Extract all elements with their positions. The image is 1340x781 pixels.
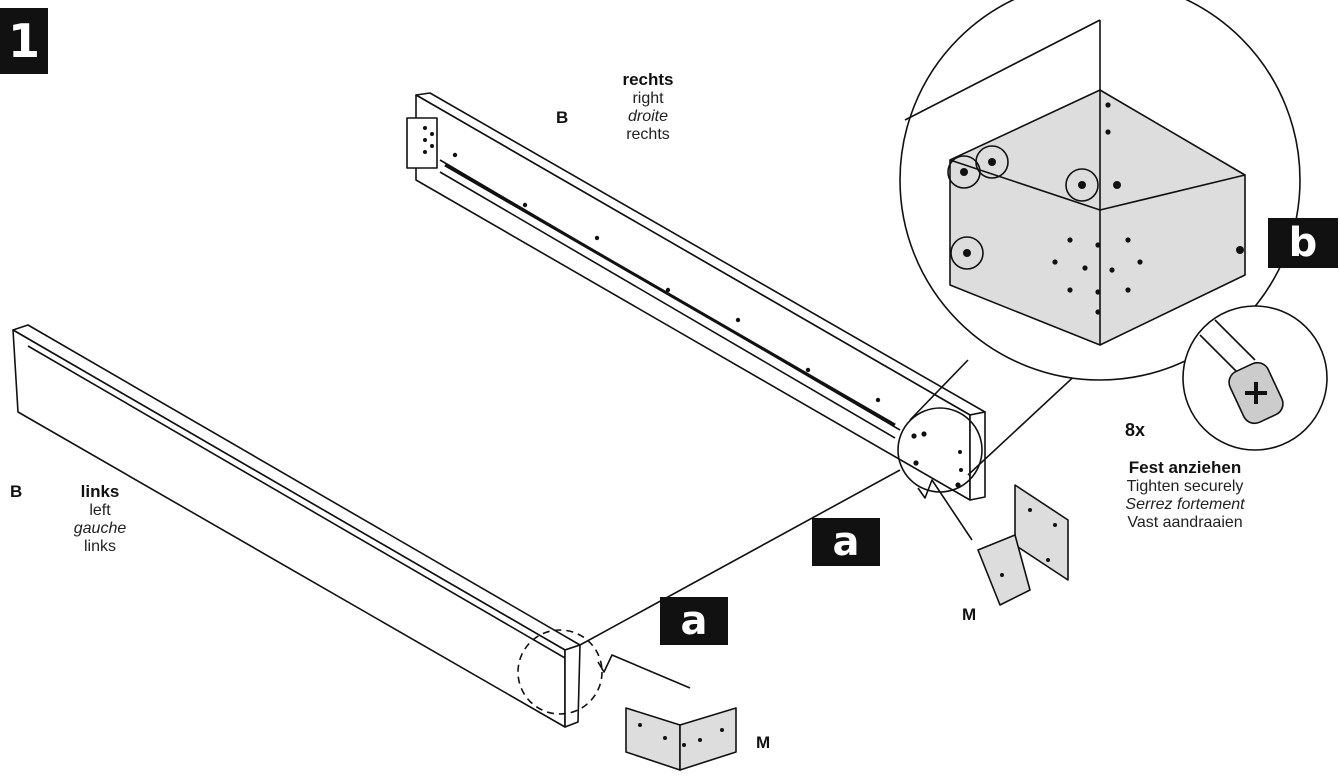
- right-label-nl: rechts: [626, 126, 670, 143]
- callout-a-right: a: [812, 518, 880, 566]
- step-number-badge: 1: [0, 8, 48, 74]
- detail-circle-left: [517, 629, 603, 715]
- part-label-b-left: B: [10, 482, 23, 501]
- left-label-fr: gauche: [73, 520, 127, 537]
- bracket-left: [625, 707, 737, 771]
- left-label-de: links: [80, 482, 120, 501]
- screw-count: 8x: [1125, 420, 1146, 440]
- right-label-fr: droite: [627, 108, 669, 125]
- bracket-right: [977, 484, 1069, 606]
- right-side-panel: [406, 92, 986, 501]
- instruction-nl: Vast aandraaien: [1127, 514, 1243, 531]
- left-side-labels: links left gauche links: [50, 482, 150, 556]
- detail-magnifier-b: [899, 0, 1301, 381]
- instruction-de: Fest anziehen: [1128, 458, 1242, 477]
- instruction-labels: Fest anziehen Tighten securely Serrez fo…: [1100, 458, 1270, 532]
- left-label-nl: links: [83, 538, 116, 555]
- instruction-en: Tighten securely: [1126, 478, 1244, 495]
- left-label-en: left: [89, 502, 111, 519]
- part-label-m-left: M: [756, 733, 771, 752]
- screwdriver-detail: [1182, 305, 1328, 451]
- part-label-m-right: M: [962, 605, 977, 624]
- right-label-de: rechts: [622, 70, 674, 89]
- right-side-labels: rechts right droite rechts: [598, 70, 698, 144]
- left-side-panel: [12, 324, 581, 728]
- right-label-en: right: [632, 90, 664, 107]
- instruction-fr: Serrez fortement: [1125, 496, 1245, 513]
- callout-a-left: a: [660, 597, 728, 645]
- part-label-b-right: B: [556, 108, 569, 127]
- callout-b: b: [1268, 218, 1338, 268]
